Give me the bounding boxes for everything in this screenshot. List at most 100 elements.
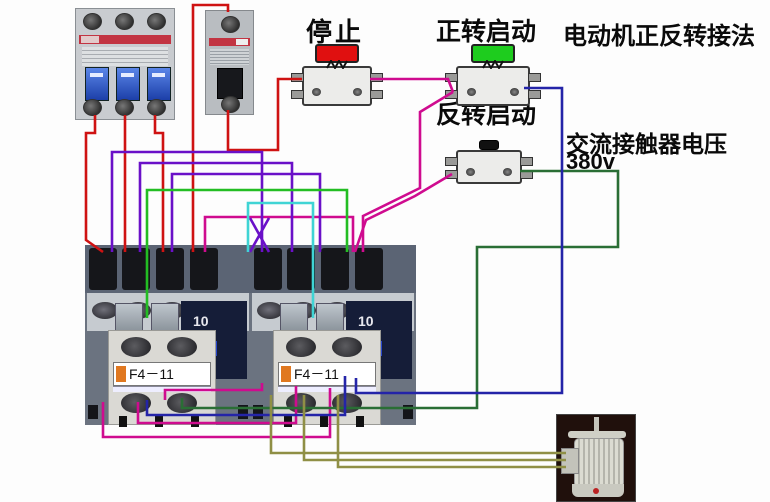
button-terminal xyxy=(528,73,541,82)
contactor-left: 10 F4－11 xyxy=(85,245,251,427)
motor-body xyxy=(574,438,624,488)
button-terminal xyxy=(291,73,304,82)
motor-badge xyxy=(593,488,599,494)
rating-label xyxy=(82,47,168,66)
contactor-voltage-note: 交流接触器电压 xyxy=(566,131,727,157)
breaker-3pole xyxy=(75,8,175,120)
button-terminal xyxy=(445,90,458,99)
aux-rating: 10 xyxy=(193,313,209,329)
orange-mark xyxy=(281,366,291,382)
model-label: F4－11 xyxy=(113,362,211,386)
bottom-terminal xyxy=(238,405,248,419)
terminal-clamp xyxy=(254,248,282,290)
reverse-button xyxy=(445,140,533,184)
orange-mark xyxy=(116,366,126,382)
aux-hole xyxy=(286,337,316,357)
aux-contact-block: F4－11 xyxy=(108,330,216,427)
wire-purple xyxy=(110,150,264,252)
forward-label: 正转启动 xyxy=(436,18,537,46)
wire-purple xyxy=(138,161,294,252)
breaker-toggle xyxy=(85,67,109,101)
button-terminal xyxy=(445,170,458,179)
motor-flange xyxy=(568,431,626,438)
breaker-toggle xyxy=(217,68,243,99)
wire-red xyxy=(84,115,104,254)
button-terminal xyxy=(445,73,458,82)
wire-magenta xyxy=(353,172,453,253)
aux-terminal xyxy=(119,416,127,427)
button-terminal xyxy=(370,73,383,82)
terminal-screw xyxy=(147,13,166,30)
button-screw xyxy=(312,88,321,96)
stop-button-cap xyxy=(315,44,359,63)
terminal-screw xyxy=(115,13,134,30)
bottom-terminal xyxy=(253,405,263,419)
button-terminal xyxy=(370,90,383,99)
terminal-clamp xyxy=(156,248,184,290)
terminal-clamp xyxy=(287,248,315,290)
reverse-button-cap xyxy=(479,140,499,150)
aux-hole xyxy=(167,337,197,357)
button-screw xyxy=(353,88,362,96)
button-screw xyxy=(503,168,512,176)
button-screw xyxy=(510,88,519,96)
spring-icon xyxy=(326,60,348,69)
aux-contact-block: F4－11 xyxy=(273,330,381,427)
terminal-clamp xyxy=(321,248,349,290)
terminal-screw xyxy=(221,16,240,33)
wire-purple xyxy=(170,172,322,252)
terminal-clamp xyxy=(122,248,150,290)
terminal-screw xyxy=(115,99,134,116)
button-terminal xyxy=(528,90,541,99)
stop-label: 停止 xyxy=(306,17,365,47)
aux-terminal xyxy=(191,416,199,427)
terminal-clamp xyxy=(89,248,117,290)
contactor-right: 10 F4－11 xyxy=(250,245,416,427)
terminal-screw xyxy=(147,99,166,116)
terminal-clamp xyxy=(355,248,383,290)
aux-hole xyxy=(332,337,362,357)
aux-terminal xyxy=(320,416,328,427)
wire-red xyxy=(153,115,165,252)
model-label: F4－11 xyxy=(278,362,376,386)
aux-terminal xyxy=(155,416,163,427)
terminal-screw xyxy=(83,99,102,116)
button-screw xyxy=(467,88,476,96)
button-terminal xyxy=(520,157,533,166)
contactor-terminal-strip xyxy=(250,245,416,293)
spring-icon xyxy=(482,60,504,69)
contactor-terminal-strip xyxy=(85,245,251,293)
stop-button xyxy=(291,44,383,106)
terminal-screw xyxy=(92,302,118,319)
aux-strip xyxy=(113,386,211,392)
button-screw xyxy=(466,168,475,176)
aux-strip xyxy=(278,386,376,392)
brand-stripe xyxy=(209,38,250,46)
forward-button-cap xyxy=(471,44,515,63)
aux-rating: 10 xyxy=(358,313,374,329)
breaker-toggle xyxy=(147,67,171,101)
motor xyxy=(556,414,636,502)
bottom-terminal xyxy=(88,405,98,419)
voltage-value: 380v xyxy=(566,149,615,174)
terminal-screw xyxy=(83,13,102,30)
model-text: F4－11 xyxy=(129,366,174,382)
model-text: F4－11 xyxy=(294,366,339,382)
diagram-title: 电动机正反转接法 xyxy=(563,23,755,50)
motor-terminal-box xyxy=(561,448,579,474)
aux-hole xyxy=(332,393,362,413)
aux-hole xyxy=(286,393,316,413)
button-terminal xyxy=(445,157,458,166)
motor-shaft xyxy=(594,417,599,433)
rating-label xyxy=(210,49,249,65)
terminal-clamp xyxy=(190,248,218,290)
brand-stripe xyxy=(79,35,171,44)
aux-terminal xyxy=(356,416,364,427)
forward-button xyxy=(445,44,541,106)
aux-terminal xyxy=(284,416,292,427)
bottom-terminal xyxy=(403,405,413,419)
terminal-screw xyxy=(221,96,240,113)
aux-hole xyxy=(121,393,151,413)
button-terminal xyxy=(291,90,304,99)
